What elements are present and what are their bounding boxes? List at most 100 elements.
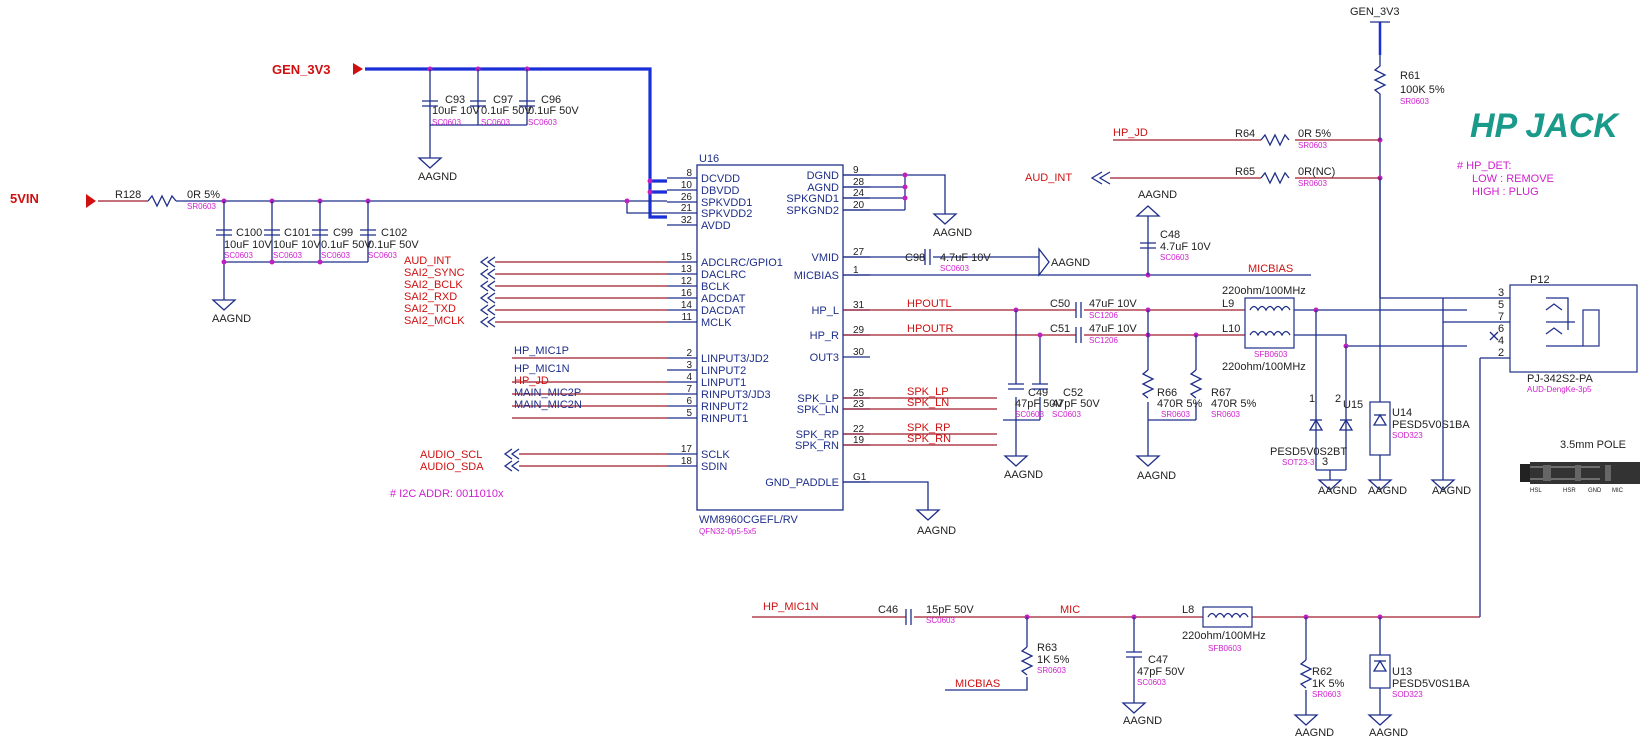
- svg-text:SC0603: SC0603: [1160, 253, 1189, 262]
- u16-pin-number: 1: [853, 265, 859, 276]
- gnd-symbol: AAGND: [1430, 479, 1471, 497]
- u16-pin-number: 12: [681, 276, 693, 287]
- svg-text:SC1206: SC1206: [1089, 311, 1118, 320]
- u16-pin-name: SPK_RP: [796, 429, 839, 441]
- svg-text:SC0603: SC0603: [368, 251, 397, 260]
- cap-c99: C99 0.1uF 50V SC0603: [312, 227, 372, 260]
- gnd-symbol: AAGND: [1317, 479, 1357, 497]
- u16-pin-number: 14: [681, 300, 693, 311]
- net-spk-rp: SPK_RP: [907, 422, 950, 434]
- svg-text:1: 1: [1309, 393, 1315, 405]
- cap-c49: C49 47pF 50V SC0603: [1008, 383, 1063, 419]
- net-label: MAIN_MIC2N: [514, 399, 582, 411]
- svg-text:SFB0603: SFB0603: [1208, 644, 1242, 653]
- gnd-symbol: AAGND: [1367, 479, 1407, 497]
- svg-text:SR0603: SR0603: [187, 202, 216, 211]
- svg-text:R63: R63: [1037, 642, 1057, 654]
- gnd-symbol: AAGND: [211, 299, 251, 325]
- net-label: AUDIO_SCL: [420, 449, 482, 461]
- u16-pin-name: MCLK: [701, 317, 732, 329]
- svg-text:P12: P12: [1530, 274, 1550, 286]
- svg-text:4.7uF 10V: 4.7uF 10V: [1160, 241, 1211, 253]
- svg-text:1K 5%: 1K 5%: [1312, 678, 1345, 690]
- svg-text:AAGND: AAGND: [917, 525, 956, 537]
- u16-pin-name: AGND: [807, 182, 839, 194]
- u16-pin-number: G1: [853, 472, 867, 483]
- svg-text:0.1uF 50V: 0.1uF 50V: [481, 105, 532, 117]
- cap-c48: C48 4.7uF 10V SC0603: [1140, 229, 1211, 262]
- svg-text:SC1206: SC1206: [1089, 336, 1118, 345]
- jack-3p5mm-illustration: 3.5mm POLE HSL HSR GND MIC: [1520, 439, 1640, 494]
- u16-pin-number: 28: [853, 177, 865, 188]
- svg-text:SFB0603: SFB0603: [1254, 350, 1288, 359]
- u16-pin-name: OUT3: [810, 352, 839, 364]
- net-micbias-top: MICBIAS: [1248, 263, 1293, 275]
- svg-text:C98: C98: [905, 252, 925, 264]
- svg-text:C49: C49: [1028, 387, 1048, 399]
- offpage-arrow: [479, 292, 496, 304]
- svg-text:SR0603: SR0603: [1312, 690, 1341, 699]
- u16-pin-name: SPKGND2: [786, 205, 839, 217]
- svg-text:220ohm/100MHz: 220ohm/100MHz: [1222, 361, 1306, 373]
- u16-pin-name: ADCDAT: [701, 293, 746, 305]
- svg-text:10uF 10V: 10uF 10V: [273, 239, 321, 251]
- u16-pin-name: LINPUT1: [701, 377, 746, 389]
- svg-text:1K 5%: 1K 5%: [1037, 654, 1070, 666]
- offpage-arrow: [479, 280, 496, 292]
- svg-text:0R(NC): 0R(NC): [1298, 166, 1335, 178]
- net-label: HP_MIC1N: [514, 363, 570, 375]
- svg-text:SC0603: SC0603: [528, 118, 557, 127]
- svg-text:AAGND: AAGND: [1137, 470, 1176, 482]
- svg-text:SC0603: SC0603: [1137, 678, 1166, 687]
- svg-text:C93: C93: [445, 94, 465, 106]
- u16-pin-name: SPKVDD2: [701, 208, 752, 220]
- net-mic: MIC: [1060, 604, 1080, 616]
- u16-pin-name: SDIN: [701, 461, 727, 473]
- svg-text:0.1uF 50V: 0.1uF 50V: [321, 239, 372, 251]
- hp-det-note-header: # HP_DET:: [1457, 160, 1511, 172]
- u16-pin-name: HP_R: [810, 330, 839, 342]
- svg-text:L10: L10: [1222, 323, 1240, 335]
- svg-text:HSL: HSL: [1530, 488, 1542, 494]
- resistor-r61: R61 100K 5% SR0603: [1373, 55, 1445, 140]
- u16-pin-number: 21: [681, 203, 693, 214]
- svg-text:AAGND: AAGND: [1123, 715, 1162, 727]
- svg-text:SR0603: SR0603: [1161, 410, 1190, 419]
- u16-pin-number: 3: [686, 360, 692, 371]
- 5vin-arrow: [86, 194, 96, 208]
- svg-text:AUD-DengKe-3p5: AUD-DengKe-3p5: [1527, 385, 1592, 394]
- svg-text:QFN32-0p5-5x5: QFN32-0p5-5x5: [699, 527, 757, 536]
- u16-pin-name: SPK_RN: [795, 440, 839, 452]
- u16-pin-number: 20: [853, 200, 865, 211]
- cap-c100: C100 10uF 10V SC0603: [216, 227, 272, 260]
- svg-text:C96: C96: [541, 94, 561, 106]
- gnd-symbol: AAGND: [1135, 455, 1176, 482]
- ferrite-l8: L8 220ohm/100MHz SFB0603: [1182, 604, 1266, 653]
- net-label: SAI2_SYNC: [404, 267, 465, 279]
- svg-text:C97: C97: [493, 94, 513, 106]
- u16-pin-number: 29: [853, 325, 865, 336]
- u16-pin-name: ADCLRC/GPIO1: [701, 257, 783, 269]
- net-aud-int-out: AUD_INT: [1025, 172, 1072, 184]
- svg-text:L9: L9: [1222, 298, 1234, 310]
- u16-pin-name: DGND: [807, 170, 839, 182]
- offpage-arrow: [479, 304, 496, 316]
- net-label: AUD_INT: [404, 255, 451, 267]
- net-spk-rn: SPK_RN: [907, 433, 951, 445]
- offpage-arrow: [503, 448, 520, 460]
- svg-text:C99: C99: [333, 227, 353, 239]
- u16-pin-number: 4: [686, 372, 692, 383]
- u16-pin-number: 32: [681, 215, 693, 226]
- cap-c98: C98 4.7uF 10V SC0603: [905, 249, 991, 273]
- u16-pin-name: GND_PADDLE: [765, 477, 839, 489]
- u16-pin-number: 27: [853, 247, 865, 258]
- svg-text:SR0603: SR0603: [1298, 179, 1327, 188]
- u16-pin-number: 2: [686, 348, 692, 359]
- svg-text:100K 5%: 100K 5%: [1400, 84, 1445, 96]
- svg-text:SR0603: SR0603: [1400, 97, 1429, 106]
- svg-text:47pF 50V: 47pF 50V: [1052, 398, 1100, 410]
- svg-text:R67: R67: [1211, 387, 1231, 399]
